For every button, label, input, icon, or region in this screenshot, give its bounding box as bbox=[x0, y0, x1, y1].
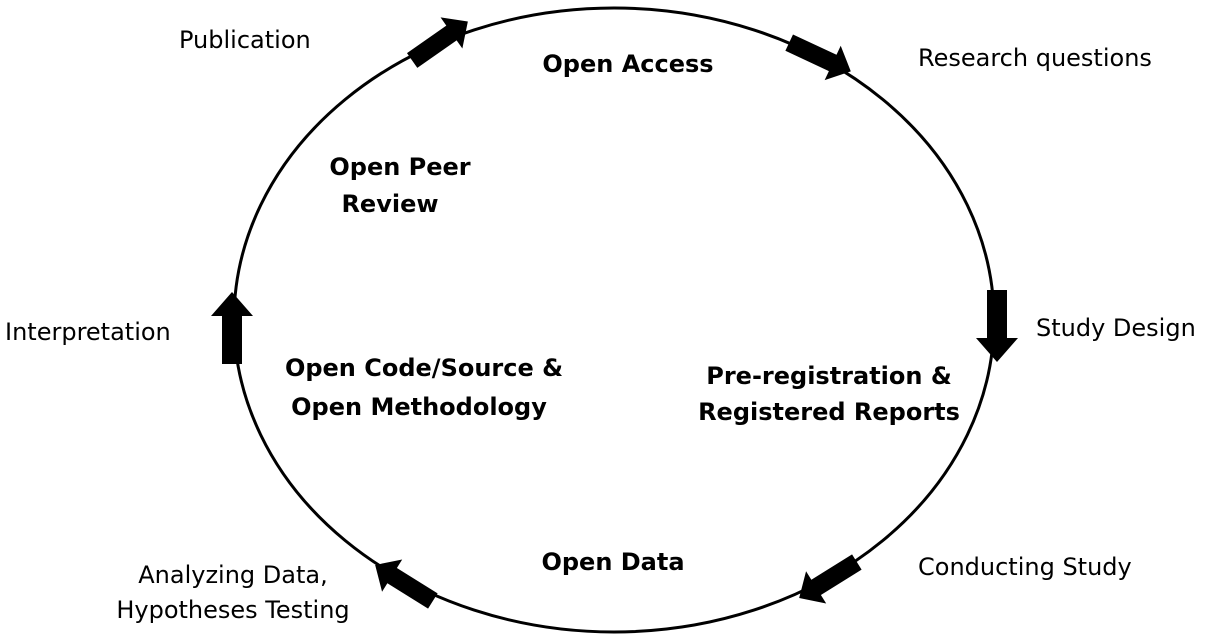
stage-conducting-study: Conducting Study bbox=[918, 553, 1132, 581]
practice-open-code-line1: Open Code/Source & bbox=[285, 354, 563, 382]
stage-analyzing-data-line2: Hypotheses Testing bbox=[116, 596, 349, 624]
arrow-open-data-to-analyzing bbox=[375, 559, 438, 609]
practice-open-peer-review-line2: Review bbox=[341, 190, 438, 218]
stage-publication: Publication bbox=[179, 26, 311, 54]
practice-preregistration-line2: Registered Reports bbox=[698, 398, 960, 426]
stage-interpretation: Interpretation bbox=[5, 318, 171, 346]
practice-open-code-line2: Open Methodology bbox=[291, 393, 547, 421]
practice-open-data: Open Data bbox=[541, 548, 684, 576]
arrow-research-questions-to-study-design bbox=[976, 290, 1018, 362]
arrow-open-access-to-research-questions bbox=[785, 34, 851, 81]
arrow-interpretation-to-publication bbox=[211, 292, 253, 364]
stage-analyzing-data-line1: Analyzing Data, bbox=[138, 561, 327, 589]
stage-study-design: Study Design bbox=[1036, 314, 1196, 342]
research-cycle-ellipse bbox=[232, 6, 996, 634]
arrow-conducting-to-open-data bbox=[799, 554, 862, 604]
arrow-publication-to-open-access bbox=[406, 17, 468, 68]
practice-open-peer-review-line1: Open Peer bbox=[329, 153, 470, 181]
stage-research-questions: Research questions bbox=[918, 44, 1152, 72]
practice-open-access: Open Access bbox=[542, 50, 713, 78]
practice-preregistration-line1: Pre-registration & bbox=[706, 362, 952, 390]
